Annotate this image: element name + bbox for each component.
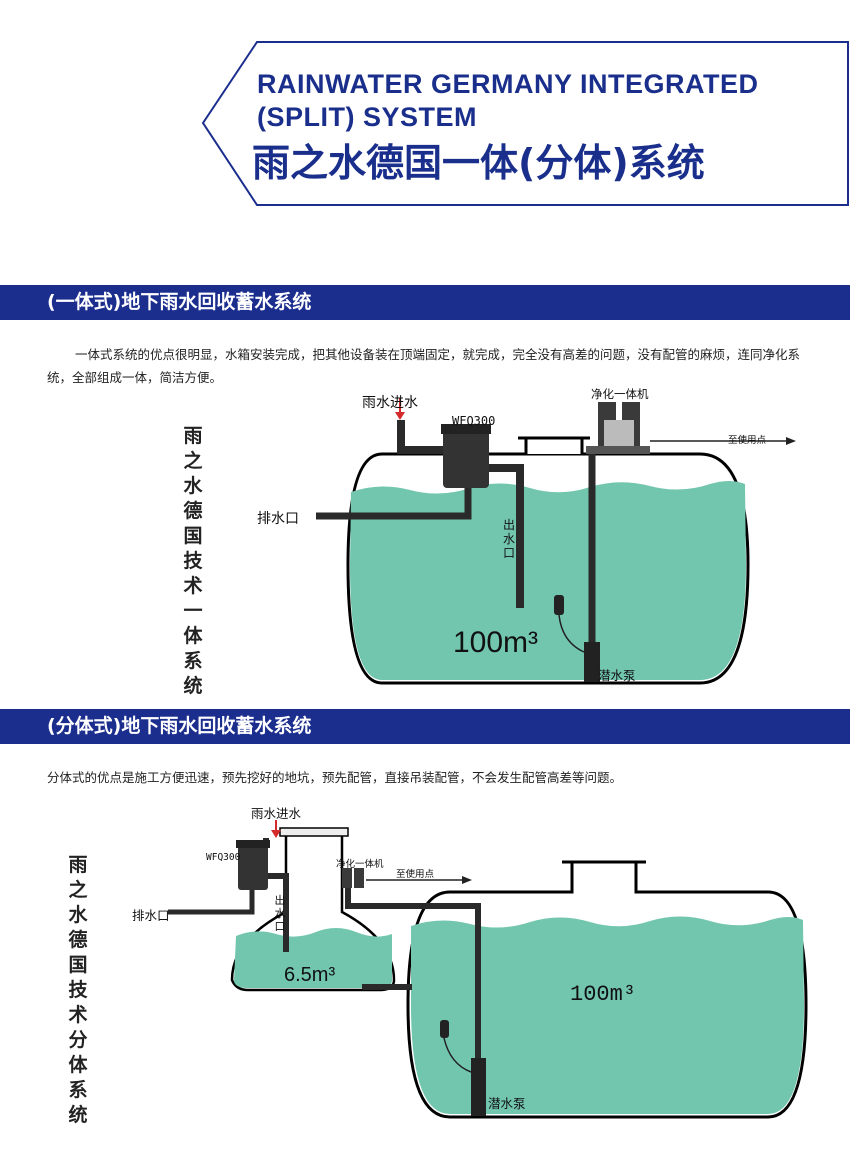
tank1-float-switch — [554, 595, 564, 615]
tank1-pump — [584, 642, 600, 682]
tank2-water — [411, 916, 804, 1114]
section2-side-label: 雨之水德国技术 分体系统 — [66, 853, 90, 1128]
title-english: RAINWATER GERMANY INTEGRATED (SPLIT) SYS… — [257, 69, 759, 132]
tank1-filter-model-label: WFQ300 — [452, 414, 496, 428]
tank2-to-use-label: 至使用点 — [396, 869, 435, 880]
tank2-float-switch — [440, 1020, 449, 1038]
tank1-drain-pipe — [316, 488, 472, 520]
tank2-outlet-pipe — [268, 873, 289, 952]
section2-diagram — [168, 820, 808, 1119]
section2-description: 分体式的优点是施工方便迅速，预先挖好的地坑，预先配管，直接吊装配管，不会发生配管… — [47, 770, 623, 785]
tank2-pump — [471, 1058, 486, 1116]
section1-diagram — [316, 398, 796, 685]
tank2-rain-inlet-label: 雨水进水 — [251, 806, 302, 821]
tank1-drain-label: 排水口 — [257, 511, 299, 527]
tank2-pump-label: 潜水泵 — [488, 1096, 526, 1111]
tank2-supply-arrow — [462, 876, 472, 884]
section2-heading: (分体式)地下雨水回收蓄水系统 — [47, 715, 312, 737]
tank1-float-cable — [558, 614, 585, 653]
tank1-filter-body — [443, 430, 489, 488]
small-tank-neck-cap — [279, 827, 349, 837]
tank2-filter-body — [238, 844, 268, 890]
tank2-rain-arrow-head — [271, 830, 281, 838]
section1-heading-band: (一体式)地下雨水回收蓄水系统 — [0, 285, 850, 320]
section2-side-label-text: 雨之水德国技术 分体系统 — [68, 854, 88, 1126]
tank1-manhole — [524, 436, 584, 454]
section1-side-label-text: 雨之水德国技术 一体系统 — [183, 425, 203, 697]
title-chinese: 雨之水德国一体(分体)系统 — [252, 141, 705, 185]
tank2-float-cable — [443, 1037, 472, 1073]
tank2-drain-label: 排水口 — [132, 908, 170, 923]
tank2-filter-cap — [236, 840, 270, 848]
tank2-purifier-motor-a — [342, 868, 352, 888]
tank1-supply-arrow — [786, 437, 796, 445]
tank1-purifier-base — [586, 446, 650, 454]
small-tank-volume-label: 6.5m³ — [284, 964, 336, 986]
tank1-outlet-pipe — [489, 464, 524, 608]
tank2-purifier-motor-b — [354, 868, 364, 888]
tank2-feed-pipe — [345, 886, 481, 1058]
tank1-outlet-label: 出水口 — [502, 518, 515, 560]
tank2-volume-label: 100m³ — [570, 982, 637, 1007]
tank2-outlet-label: 出水口 — [274, 894, 286, 933]
tank1-volume-label: 100m³ — [453, 626, 539, 659]
header-frame-outline — [201, 41, 849, 206]
tank1-pump-label: 潜水泵 — [598, 668, 636, 683]
section1-side-label: 雨之水德国技术 一体系统 — [181, 424, 205, 699]
tank1-purifier-label: 净化一体机 — [591, 387, 649, 401]
tank1-filter-cap — [441, 424, 491, 434]
section1-heading: (一体式)地下雨水回收蓄水系统 — [47, 291, 312, 313]
tank1-water — [350, 481, 746, 680]
small-tank-water — [234, 928, 392, 988]
tank1-inlet-pipe — [397, 420, 448, 454]
tank2-drain-pipe — [168, 890, 255, 915]
tank1-to-use-label: 至使用点 — [728, 435, 767, 446]
tank1-rain-arrow-head — [395, 412, 405, 420]
tank1-purifier-tank — [604, 420, 634, 446]
section2-heading-band: (分体式)地下雨水回收蓄水系统 — [0, 709, 850, 744]
header-frame — [201, 41, 849, 206]
tank2-purifier-label: 净化一体机 — [336, 859, 384, 870]
section1-description: 一体式系统的优点很明显，水箱安装完成，把其他设备装在顶端固定，就完成，完全没有高… — [47, 347, 801, 385]
tank1-rain-inlet-label: 雨水进水 — [362, 395, 418, 411]
tank2-filter-model-label: WFQ300 — [206, 852, 241, 863]
